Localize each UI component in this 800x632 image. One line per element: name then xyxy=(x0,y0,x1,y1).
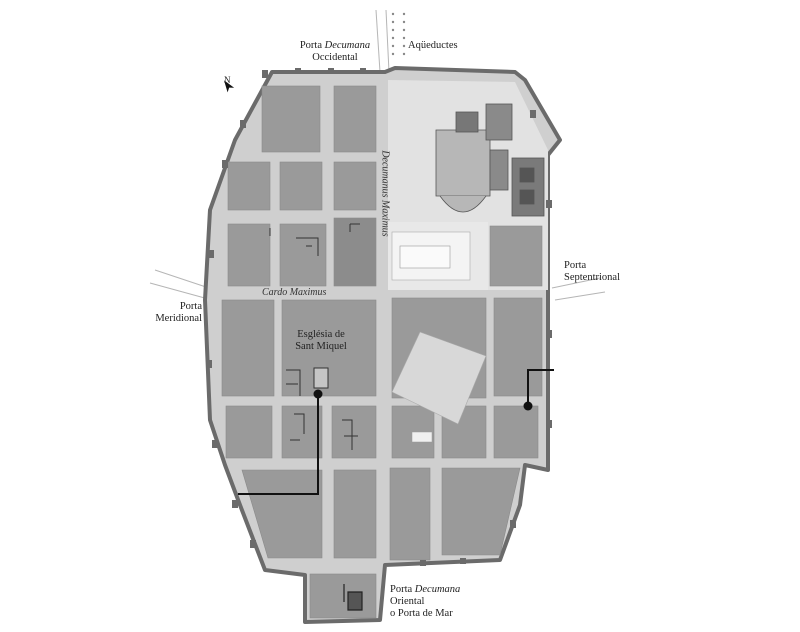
label-porta-decumana-occidental-2: Occidental xyxy=(312,52,358,63)
label-esglesia-1: Església de xyxy=(297,329,345,340)
street-cardo-maximus: Cardo Maximus xyxy=(262,287,327,298)
label-porta-decumana-oriental-3: o Porta de Mar xyxy=(390,608,453,619)
outer-roads xyxy=(149,9,606,301)
annex-features xyxy=(343,584,363,611)
church-marker xyxy=(313,389,323,399)
label-esglesia-sant-miquel: Església de Sant Miquel xyxy=(286,329,356,353)
label-porta-meridional-1: Porta xyxy=(179,301,202,312)
label-porta-septentrional-1: Porta xyxy=(564,260,587,271)
tilted-platform xyxy=(391,331,487,443)
label-porta-decumana-oriental-2: Oriental xyxy=(390,596,425,607)
label-aqueductes: Aqüeductes xyxy=(408,40,458,51)
wall-towers xyxy=(206,68,552,566)
compass-arrow xyxy=(223,80,235,93)
label-esglesia-2: Sant Miquel xyxy=(295,341,347,352)
forum-inner xyxy=(399,245,451,269)
label-porta-decumana-occidental: Porta Decumana Occidental xyxy=(292,40,378,64)
east-marker xyxy=(523,401,533,411)
callout-lines xyxy=(238,369,554,495)
label-porta-decumana-oriental-1: Porta xyxy=(390,584,415,595)
label-porta-meridional-2: Meridional xyxy=(155,313,202,324)
label-porta-septentrional-2: Septentrional xyxy=(564,272,620,283)
label-porta-septentrional: Porta Septentrional xyxy=(564,260,620,284)
label-porta-decumana-occidental-1: Porta xyxy=(299,40,325,51)
church-features xyxy=(269,223,360,450)
street-decumanus-maximus: Decumanus Maximus xyxy=(379,150,391,237)
compass-n-label: N xyxy=(224,75,231,85)
cathedral xyxy=(435,103,545,217)
aqueduct-dots xyxy=(391,12,406,56)
label-porta-meridional: Porta Meridional xyxy=(140,301,202,325)
label-porta-decumana-occidental-em: Decumana xyxy=(324,40,371,51)
label-porta-decumana-oriental: Porta Decumana Oriental o Porta de Mar xyxy=(390,584,460,620)
label-porta-decumana-oriental-em: Decumana xyxy=(414,584,461,595)
